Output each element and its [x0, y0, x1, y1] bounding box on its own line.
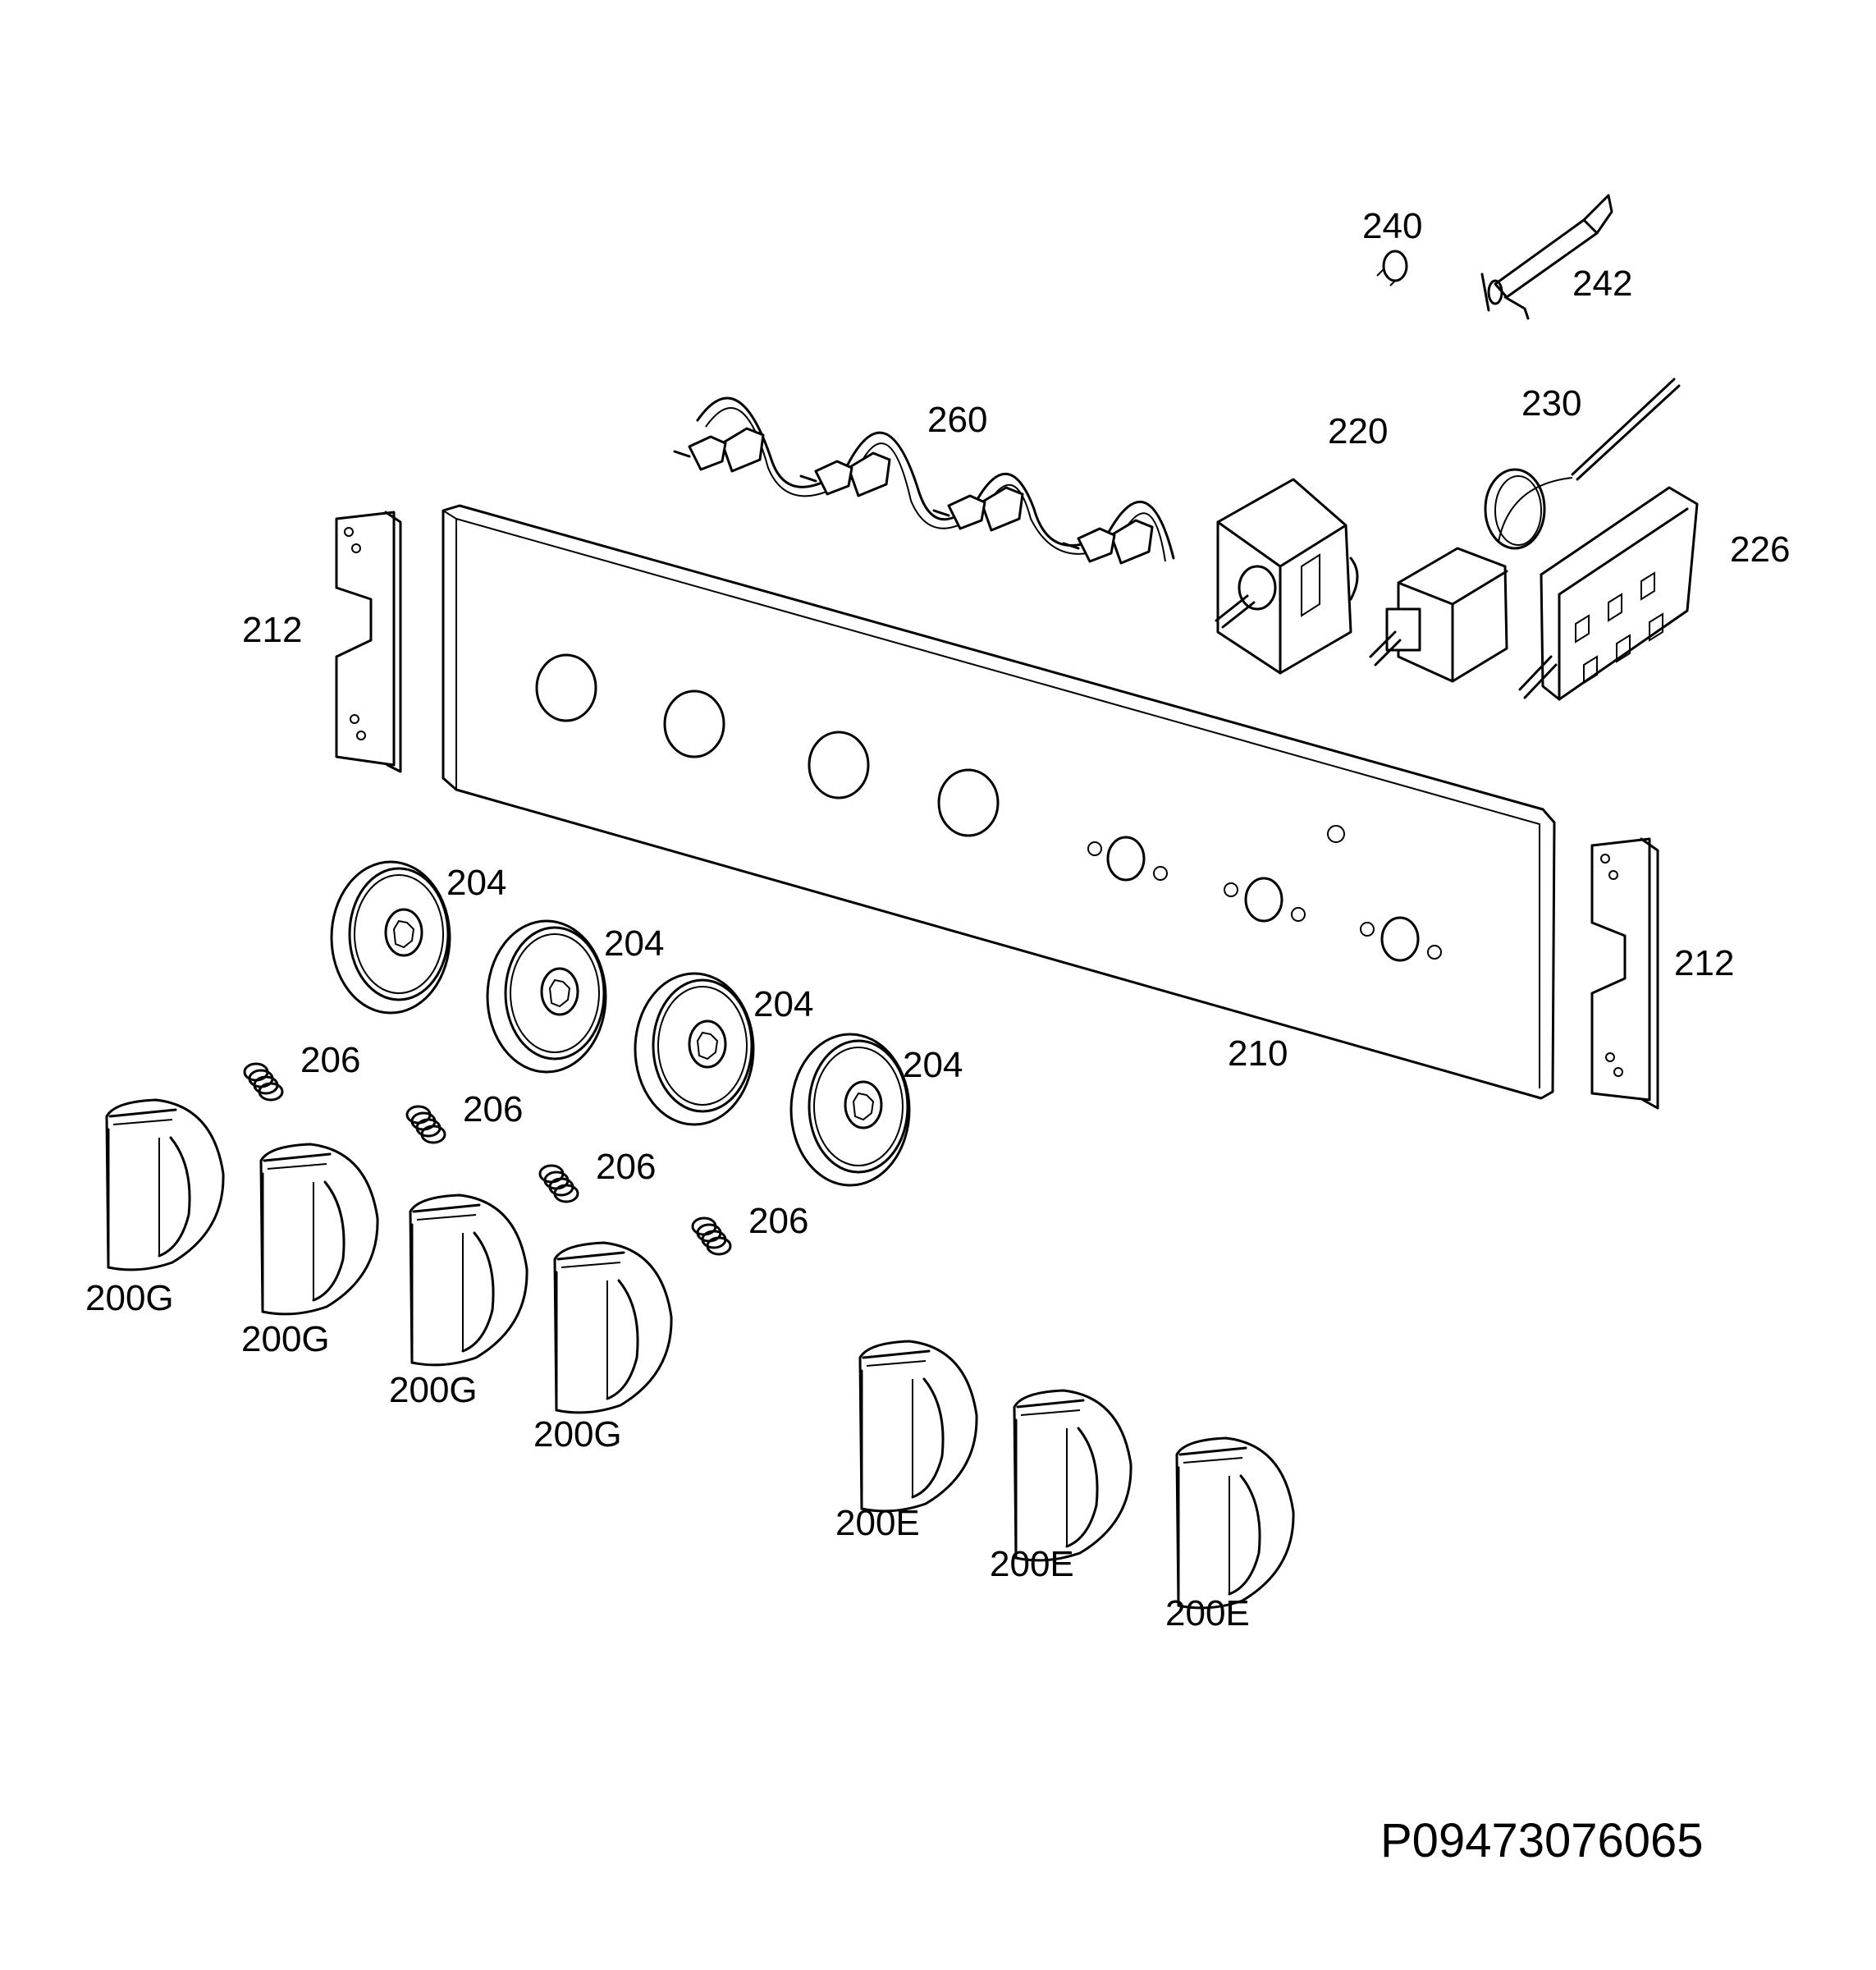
spring-2	[405, 1105, 446, 1144]
label-spring-1: 206	[300, 1040, 360, 1080]
bezel-2	[486, 919, 607, 1074]
label-knob-gas-2: 200G	[241, 1319, 330, 1359]
bezel-1	[330, 860, 451, 1015]
label-knob-gas-4: 200G	[533, 1414, 622, 1455]
label-knob-gas-3: 200G	[389, 1370, 478, 1410]
label-bezel-2: 204	[604, 923, 664, 964]
spring-3	[538, 1164, 579, 1203]
label-knob-gas-1: 200G	[85, 1278, 174, 1318]
knob-electric-3	[1175, 1436, 1295, 1610]
knob-gas-3	[409, 1193, 528, 1367]
bezel-3	[634, 972, 755, 1126]
knob-gas-4	[553, 1241, 673, 1414]
document-code: P09473076065	[1380, 1814, 1704, 1867]
label-spring-3: 206	[596, 1147, 656, 1187]
bracket-right	[1590, 837, 1659, 1110]
label-selector: 226	[1730, 529, 1790, 570]
bracket-left	[335, 511, 402, 773]
label-knob-electric-2: 200E	[990, 1544, 1074, 1584]
label-panel: 210	[1228, 1033, 1288, 1074]
label-igniter: 242	[1572, 263, 1632, 304]
wiring-harness	[673, 396, 1175, 565]
label-knob-electric-1: 200E	[835, 1503, 920, 1543]
label-bezel-4: 204	[903, 1045, 963, 1085]
knob-electric-1	[858, 1340, 978, 1513]
label-spring-2: 206	[463, 1089, 523, 1129]
label-bracket-left: 212	[242, 610, 302, 650]
igniter	[1480, 194, 1613, 320]
spring-1	[243, 1062, 284, 1102]
label-bezel-3: 204	[753, 984, 813, 1024]
knob-gas-2	[259, 1143, 379, 1316]
selector-switch	[1518, 486, 1699, 701]
thermostat	[1369, 378, 1681, 683]
label-spring-4: 206	[748, 1201, 808, 1241]
lamp	[1376, 250, 1408, 286]
label-switch: 220	[1328, 411, 1388, 451]
label-lamp: 240	[1362, 206, 1422, 246]
label-wiring: 260	[927, 400, 987, 440]
oven-switch	[1215, 478, 1359, 675]
knob-electric-2	[1013, 1389, 1132, 1562]
label-thermostat: 230	[1521, 383, 1581, 424]
control-panel	[442, 504, 1556, 1100]
bezel-4	[789, 1033, 911, 1187]
label-bezel-1: 204	[446, 863, 506, 903]
knob-gas-1	[105, 1098, 225, 1271]
label-knob-electric-3: 200E	[1165, 1593, 1250, 1633]
label-bracket-right: 212	[1674, 943, 1734, 983]
spring-4	[691, 1216, 732, 1256]
